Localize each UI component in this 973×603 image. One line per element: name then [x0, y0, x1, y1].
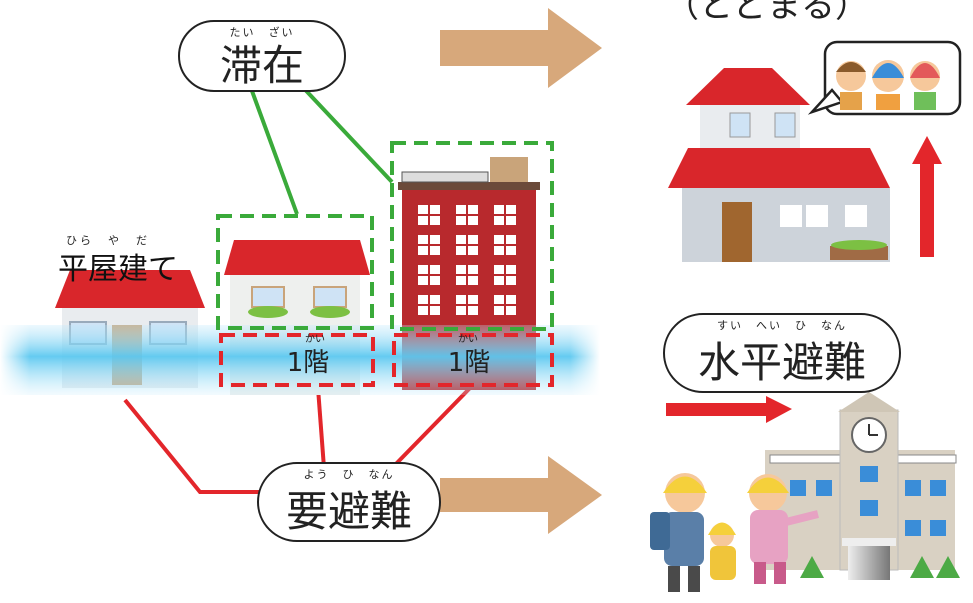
- upper-floor-house: [668, 68, 890, 262]
- top-partial-text: （とどまる）: [665, 0, 869, 26]
- evac-required-pill: よう ひ なん 要避難: [257, 462, 441, 542]
- family-bubble: [807, 40, 962, 116]
- school-building: [765, 392, 960, 580]
- stay-ruby: たい ざい: [229, 26, 295, 39]
- evac-required-label: 要避難: [285, 487, 412, 536]
- floor-left-ruby: かい: [305, 334, 325, 345]
- stay-highlight-boxes: [216, 141, 554, 331]
- evac-highlight-boxes: [219, 333, 554, 387]
- horizontal-evac-pill: すい へい ひ なん 水平避難: [663, 313, 901, 393]
- evac-required-ruby: よう ひ なん: [303, 468, 395, 481]
- floor-left-label: 1階: [286, 348, 330, 378]
- horizontal-arrow: [666, 396, 792, 423]
- horizontal-evac-label: 水平避難: [697, 338, 866, 387]
- floor-right-label: 1階: [447, 348, 491, 378]
- floor-right-ruby: かい: [458, 334, 478, 345]
- evacuating-family: [650, 473, 819, 592]
- evac-connectors: [123, 386, 472, 494]
- arrow-to-evac: [440, 456, 602, 534]
- single-story-ruby: ひら や だ: [66, 234, 150, 247]
- stay-label-pill: たい ざい 滞在: [178, 20, 346, 92]
- stay-connectors: [246, 78, 394, 215]
- vertical-arrow-up: [912, 136, 942, 257]
- single-story-label: 平屋建て: [58, 252, 178, 287]
- horizontal-evac-ruby: すい へい ひ なん: [717, 319, 847, 332]
- arrow-to-stay: [440, 8, 602, 88]
- stay-label: 滞在: [219, 41, 304, 90]
